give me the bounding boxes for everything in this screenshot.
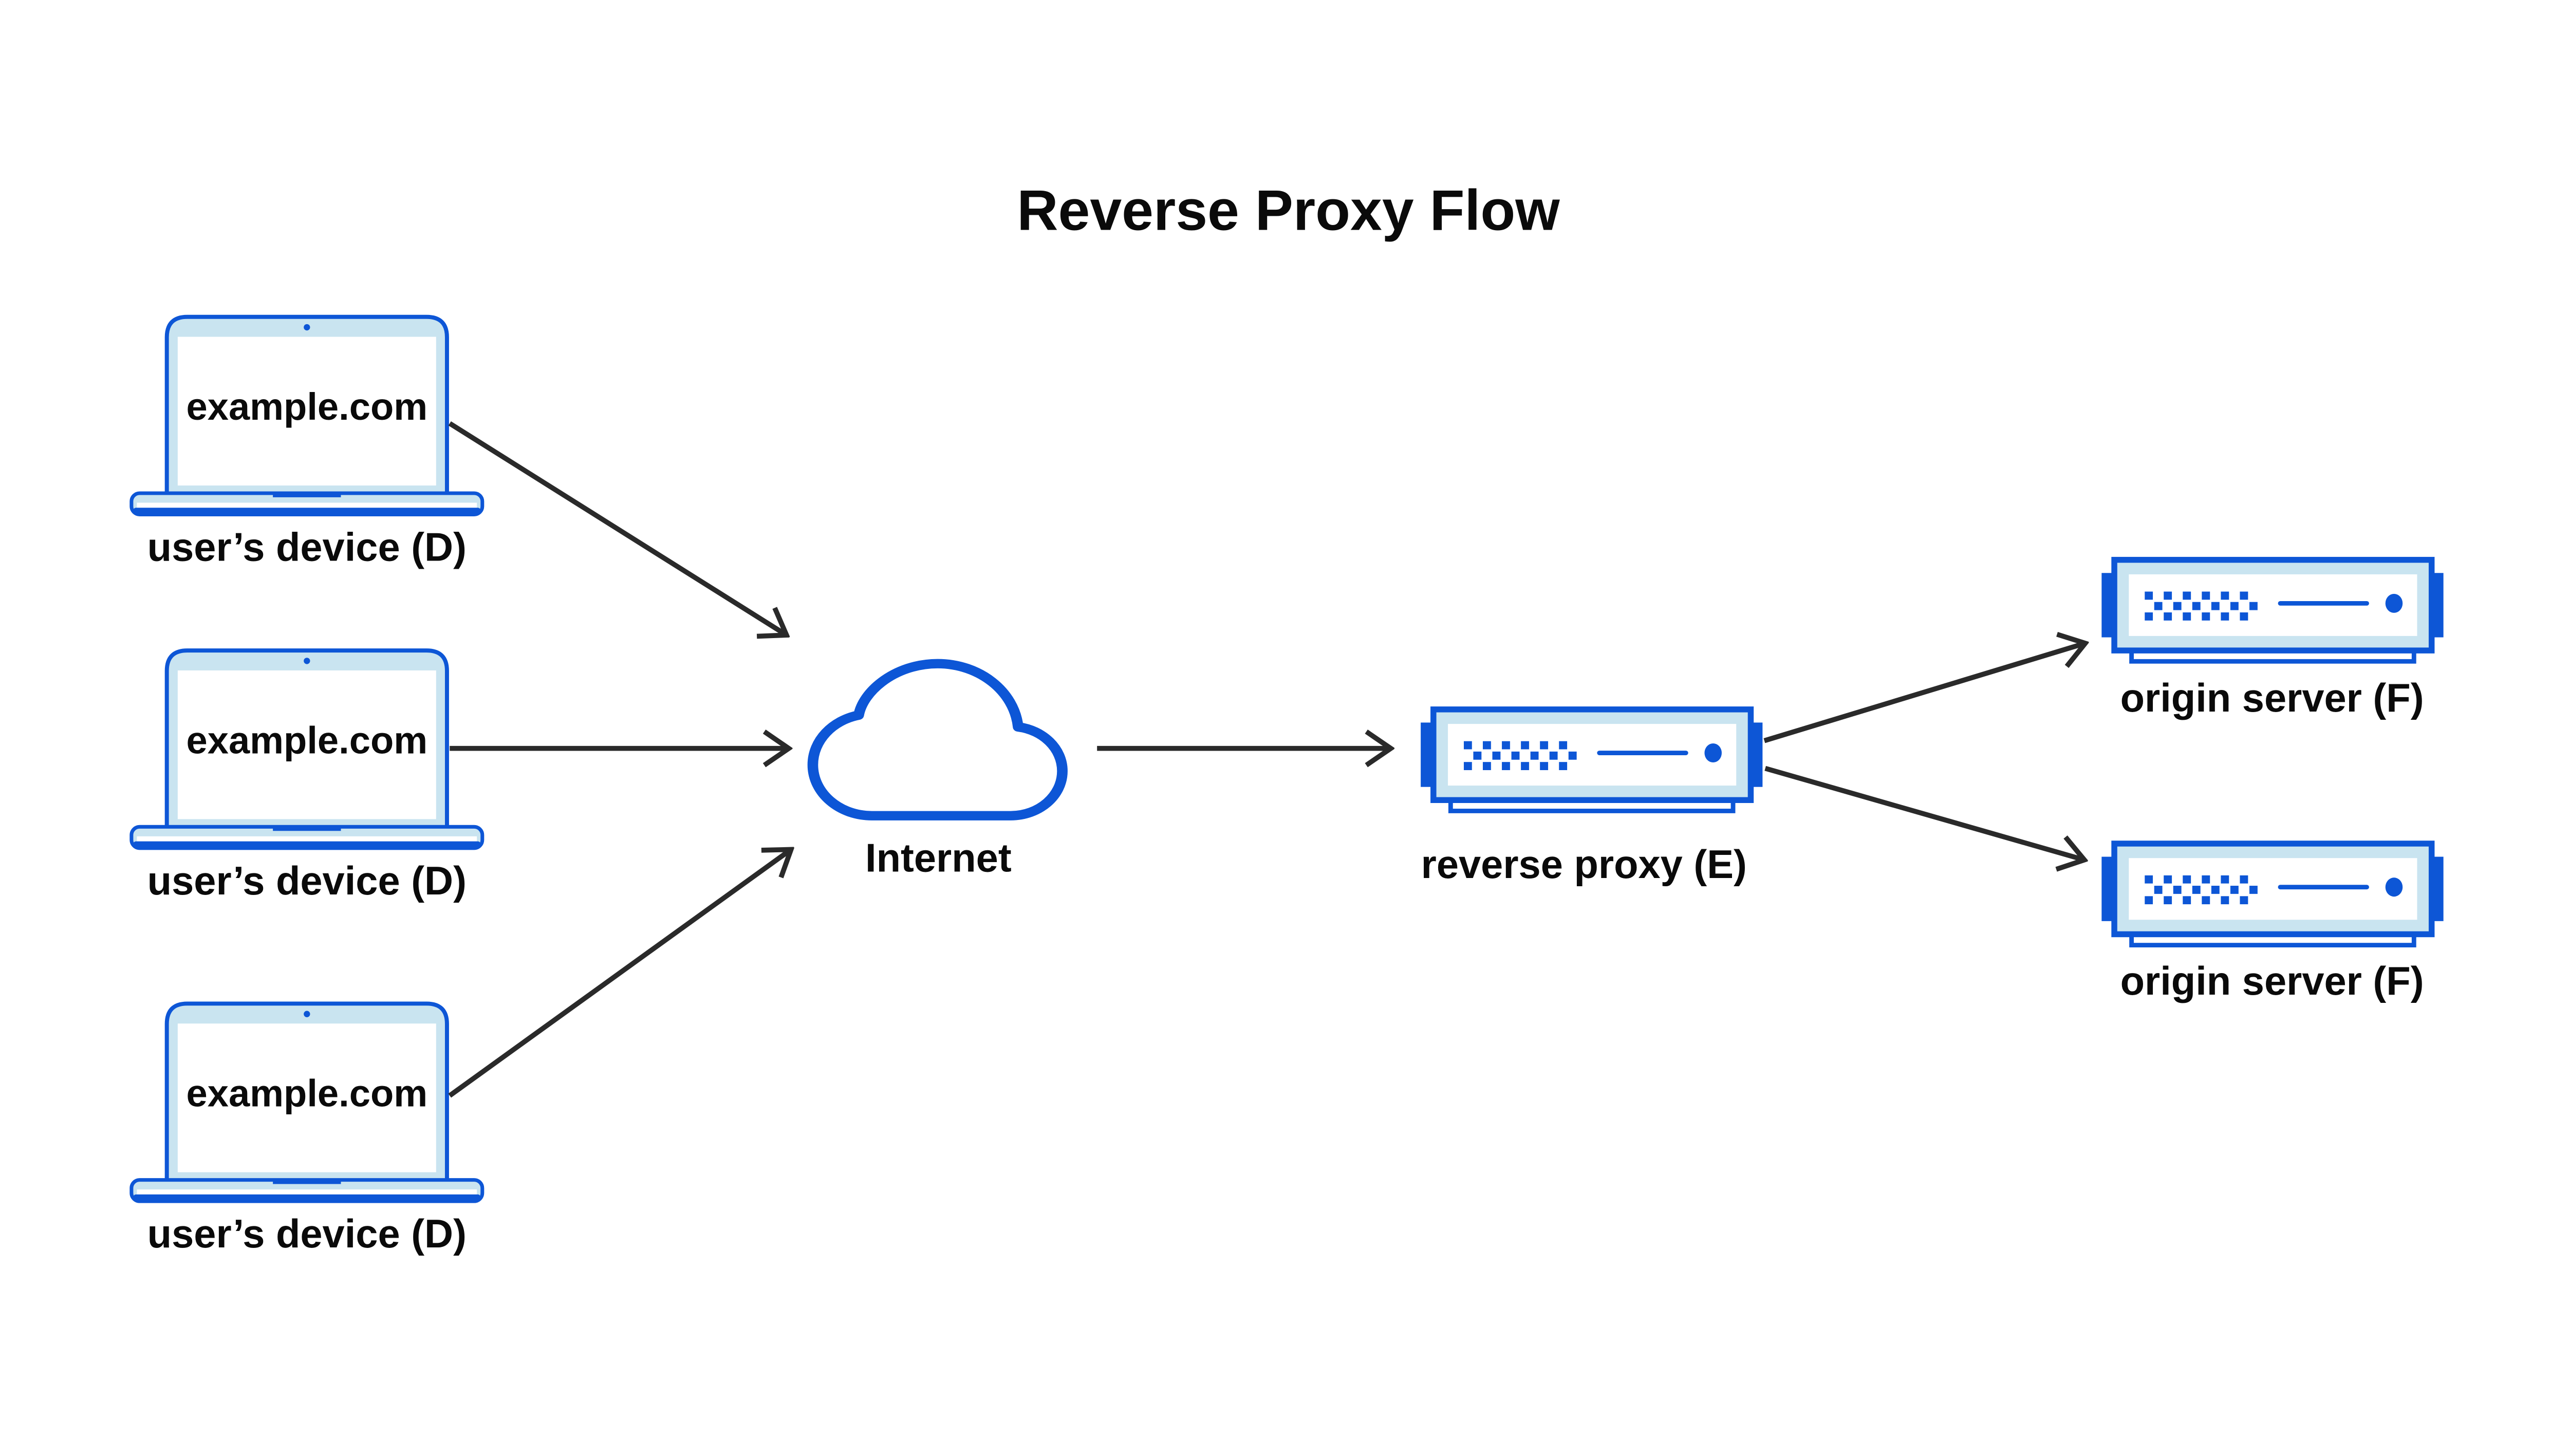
reverse-proxy-group: reverse proxy (E) — [1421, 710, 1762, 887]
page-title: Reverse Proxy Flow — [1017, 178, 1560, 242]
device-1-label: user’s device (D) — [147, 525, 467, 569]
server-icon — [2101, 844, 2443, 945]
device-3-group: example.com user’s device (D) — [132, 1003, 482, 1256]
device-2-screen-text: example.com — [187, 719, 428, 761]
origin-server-1-group: origin server (F) — [2101, 560, 2443, 720]
reverse-proxy-label: reverse proxy (E) — [1421, 843, 1747, 887]
cloud-icon — [807, 659, 1068, 820]
internet-group: Internet — [807, 659, 1068, 881]
device-1-group: example.com user’s device (D) — [132, 317, 482, 569]
device-1-screen-text: example.com — [187, 385, 428, 428]
arrow-proxy-to-origin1 — [1763, 643, 2086, 743]
origin-server-1-label: origin server (F) — [2120, 676, 2424, 720]
server-icon — [1421, 710, 1762, 811]
origin-server-2-group: origin server (F) — [2101, 844, 2443, 1003]
origin-server-2-label: origin server (F) — [2120, 959, 2424, 1003]
device-2-label: user’s device (D) — [147, 859, 467, 903]
server-icon — [2101, 560, 2443, 662]
internet-label: Internet — [865, 836, 1012, 881]
device-3-screen-text: example.com — [187, 1072, 428, 1115]
arrow-proxy-to-origin2 — [1764, 766, 2084, 860]
device-2-group: example.com user’s device (D) — [132, 650, 482, 903]
arrow-device1-to-internet — [448, 421, 787, 635]
arrow-device3-to-internet — [448, 849, 791, 1098]
device-3-label: user’s device (D) — [147, 1212, 467, 1256]
